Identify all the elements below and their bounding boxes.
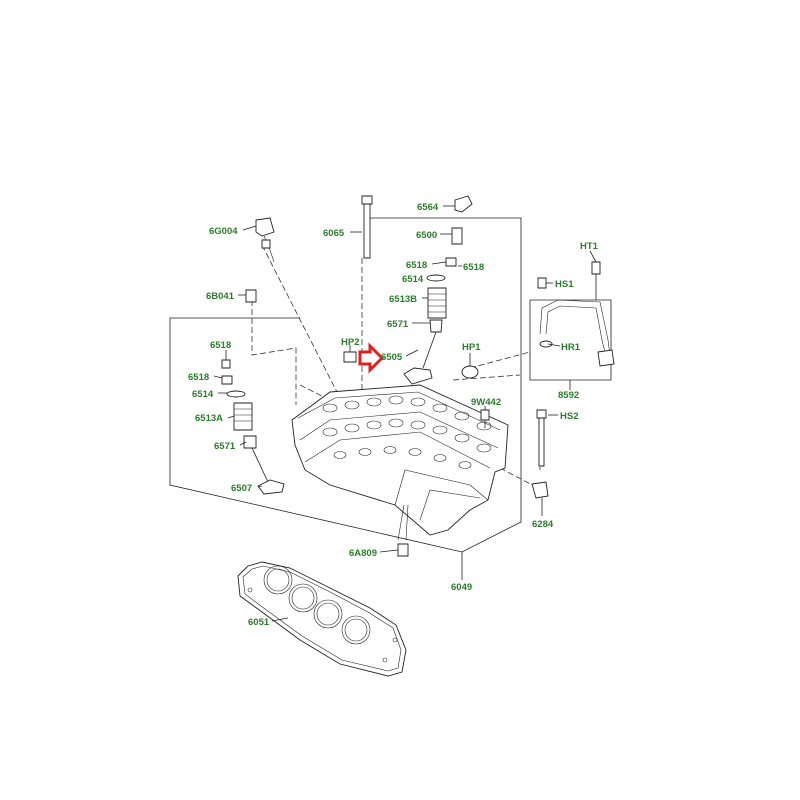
label-HS2: HS2 [560,411,578,422]
highlight-arrow [358,342,385,374]
cylinder-head-block [291,384,509,536]
plug-6B041 [245,289,257,303]
label-6518-c: 6518 [210,340,231,351]
label-6564: 6564 [417,202,439,213]
part-labels: 6564 6G004 6065 6500 6518 6518 6514 6513… [188,202,599,628]
label-HT1: HT1 [580,241,599,252]
valve-stack-exhaust [221,359,285,495]
label-6051: 6051 [248,617,270,628]
plug-HP1 [461,365,479,379]
label-HR1: HR1 [561,342,581,353]
label-6284: 6284 [532,519,554,530]
assembly-outline-6049 [169,217,522,580]
label-leaders [213,205,597,622]
label-6571-b: 6571 [214,441,236,452]
label-6571-a: 6571 [387,319,409,330]
label-6513B: 6513B [389,294,417,305]
valve-stack-intake [403,195,473,385]
label-6514-b: 6514 [192,389,214,400]
label-6507: 6507 [231,483,252,494]
head-gasket-6051 [237,561,407,677]
label-6514-a: 6514 [402,274,424,285]
label-6B041: 6B041 [206,291,235,302]
sensor-6G004 [255,217,275,263]
label-6505: 6505 [381,352,403,363]
bolt-6065 [361,195,373,259]
label-6513A: 6513A [195,413,223,424]
label-HS1: HS1 [555,279,574,290]
label-6518-d: 6518 [188,372,209,383]
bolt-HS2 [536,409,547,467]
label-HP1: HP1 [462,342,481,353]
label-8592: 8592 [558,390,579,401]
label-6A809: 6A809 [349,548,377,559]
cam-bearing-rows [322,395,492,469]
label-HP2: HP2 [341,337,359,348]
sensor-6284 [531,481,549,499]
dowel-6A809 [397,543,409,557]
label-9W442: 9W442 [471,397,501,408]
label-6518-a: 6518 [406,260,427,271]
plug-HP2 [343,351,357,363]
label-6G004: 6G004 [209,226,238,237]
coolant-hose-8592 [537,261,615,367]
label-6065: 6065 [323,228,345,239]
sensor-9W442 [480,409,490,428]
label-6049: 6049 [451,582,472,593]
label-6518-b: 6518 [463,262,484,273]
label-6500: 6500 [416,230,437,241]
